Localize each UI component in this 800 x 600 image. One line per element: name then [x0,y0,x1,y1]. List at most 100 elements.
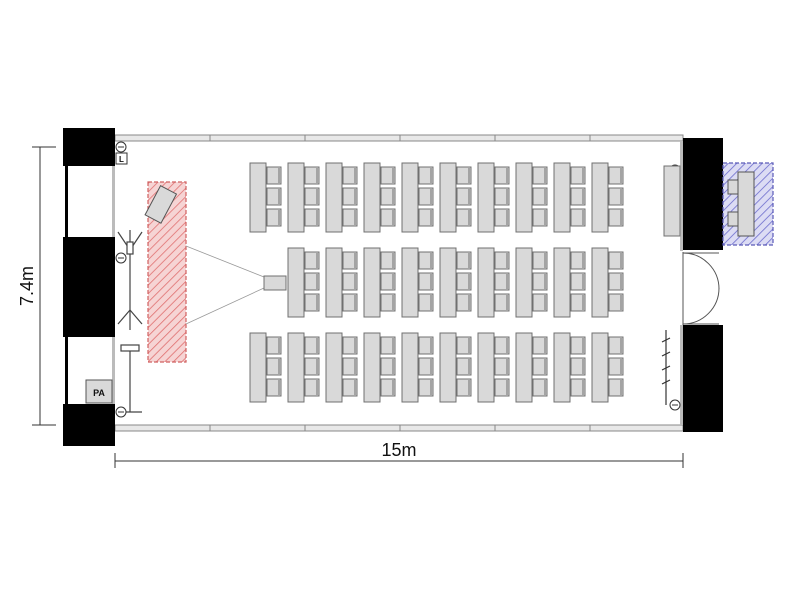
chair [266,187,282,206]
chair [304,357,320,376]
chair [494,187,510,206]
chair [380,251,396,270]
desk [477,247,495,318]
chair [380,293,396,312]
outlet-icon [115,141,127,153]
chair [304,187,320,206]
chair [380,336,396,355]
chair [380,208,396,227]
chair [456,336,472,355]
chair [532,293,548,312]
chair [418,187,434,206]
desk [515,247,533,318]
outlet-icon [115,252,127,264]
chair [342,378,358,397]
chair [494,378,510,397]
desk [553,247,571,318]
chair [570,208,586,227]
desk [591,247,609,318]
chair [380,272,396,291]
outlet-icon [115,406,127,418]
chair [532,208,548,227]
chair [570,378,586,397]
chair [418,272,434,291]
desk [515,162,533,233]
chair [342,208,358,227]
pa-box [85,379,113,404]
desk [553,332,571,403]
desk [363,332,381,403]
wall-block-mid-left [63,237,115,337]
chair [532,251,548,270]
chair [532,357,548,376]
desk [477,332,495,403]
chair [266,208,282,227]
chair [494,208,510,227]
desk [249,332,267,403]
chair [418,166,434,185]
structural-walls [63,128,723,446]
chair [456,357,472,376]
chair [494,336,510,355]
chair [304,293,320,312]
chair [608,272,624,291]
desk [363,162,381,233]
pa-label: PA [93,388,105,398]
chair [380,166,396,185]
chair [570,166,586,185]
desk [287,332,305,403]
chair [494,272,510,291]
chair [494,166,510,185]
chair [342,336,358,355]
chair [570,187,586,206]
wall-block-top-right [683,138,723,250]
chair [418,357,434,376]
chair [608,378,624,397]
screen-stand [117,230,143,330]
chair [456,251,472,270]
chair [266,357,282,376]
chair [342,166,358,185]
chair [304,336,320,355]
desk [287,162,305,233]
desk [363,247,381,318]
wall-block-top-left [63,128,115,166]
chair [570,357,586,376]
chair [342,293,358,312]
chair [570,272,586,291]
double-door[interactable] [682,252,720,325]
desk [439,247,457,318]
chair [342,357,358,376]
desk [325,162,343,233]
chair [608,293,624,312]
chair [266,378,282,397]
height-dimension [32,146,56,426]
chair [570,293,586,312]
chair [304,166,320,185]
podium-desk [144,184,178,224]
desk [325,247,343,318]
projection-lines [185,245,265,325]
desk [287,247,305,318]
chair [494,293,510,312]
desk [591,162,609,233]
storage-furniture [727,171,755,237]
wall-block-bottom-left [63,404,115,446]
chair [456,378,472,397]
chair [608,166,624,185]
chair [304,208,320,227]
width-dimension [114,453,684,468]
chair [456,272,472,291]
chair [380,187,396,206]
chair [380,357,396,376]
chair [532,336,548,355]
desk [439,162,457,233]
chair [608,187,624,206]
desk [515,332,533,403]
chair [456,166,472,185]
height-dimension-label: 7.4m [17,266,37,306]
chair [456,187,472,206]
lectern-tag-box [115,152,128,165]
chair [342,187,358,206]
